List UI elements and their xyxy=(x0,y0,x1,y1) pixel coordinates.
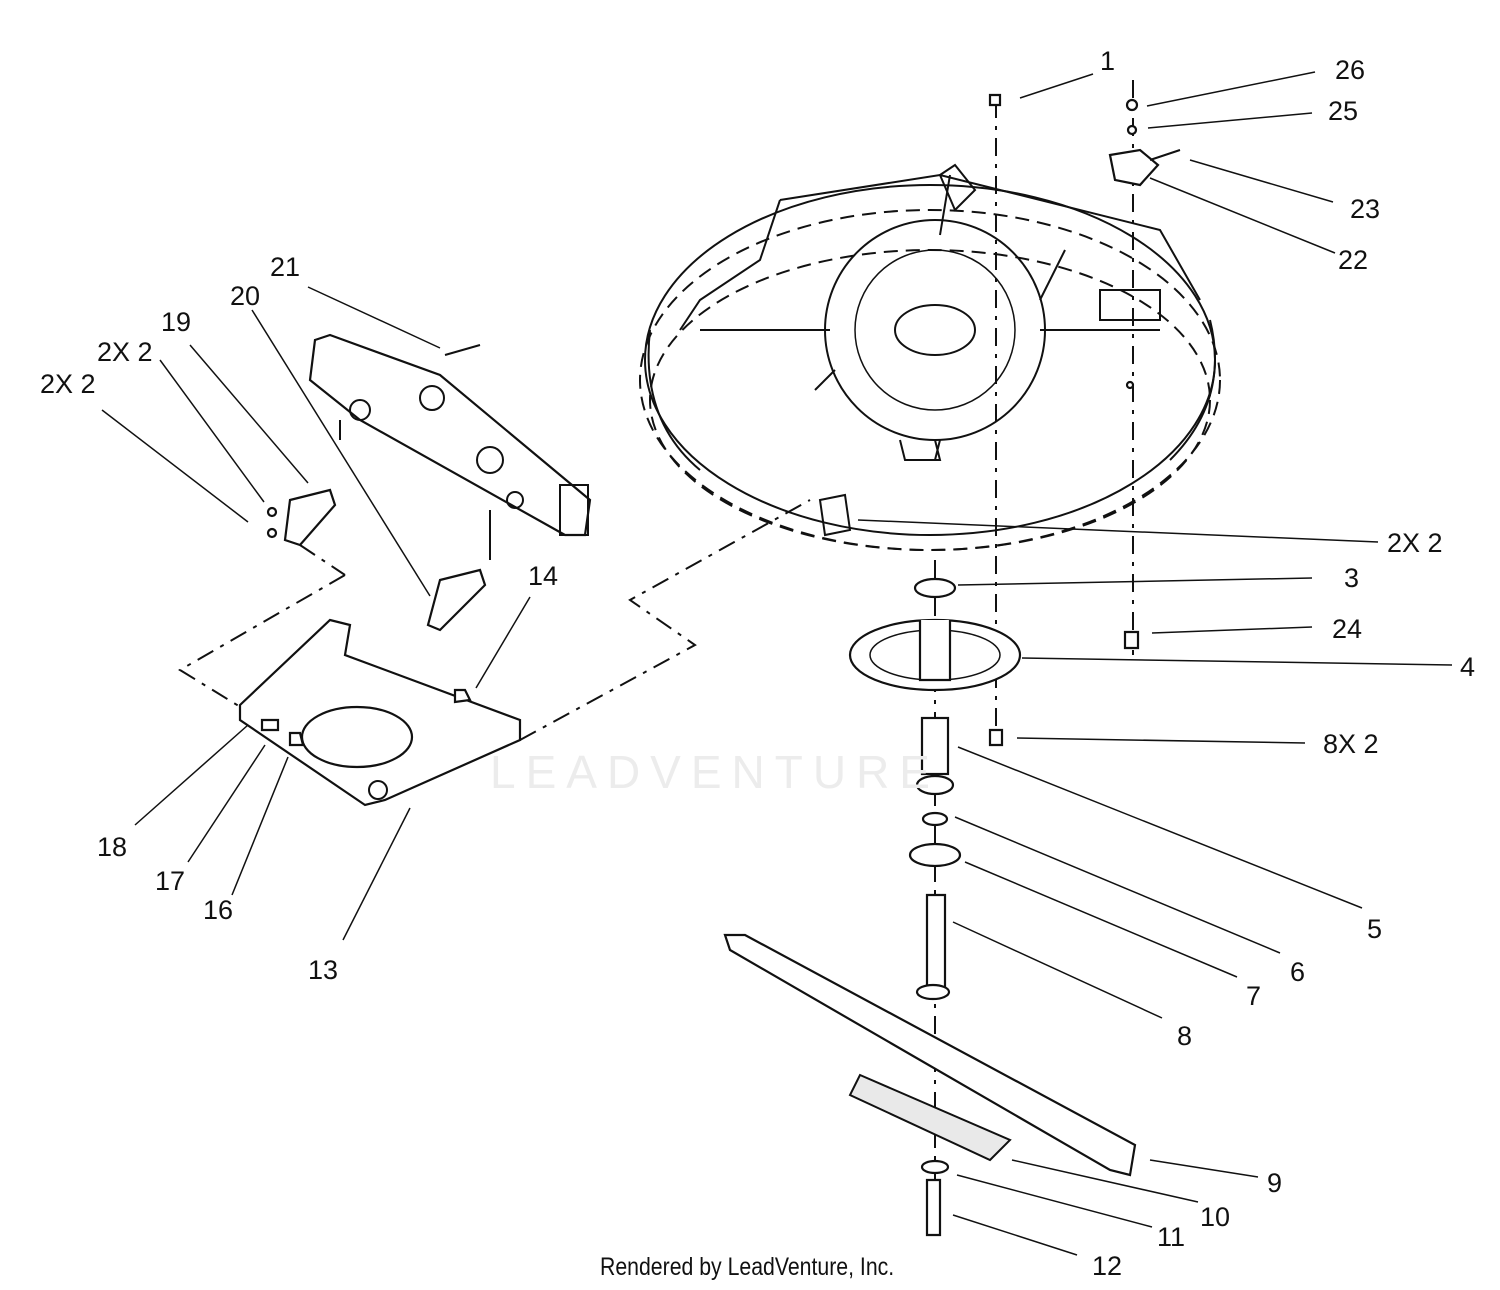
callout-8x2: 8X 2 xyxy=(1323,729,1379,759)
lift-arm-assembly xyxy=(308,333,592,560)
callout-2x2-upper: 2X 2 xyxy=(97,337,153,367)
callout-23: 23 xyxy=(1350,194,1381,224)
callout-2x2-lower: 2X 2 xyxy=(40,369,96,399)
callout-5: 5 xyxy=(1367,914,1383,944)
callout-25: 25 xyxy=(1328,96,1359,126)
callout-4: 4 xyxy=(1460,652,1476,682)
bracket-19 xyxy=(283,488,337,547)
callout-24: 24 xyxy=(1332,614,1363,644)
callout-17: 17 xyxy=(155,866,186,896)
baffle-plate xyxy=(238,618,522,807)
callout-11: 11 xyxy=(1157,1222,1186,1252)
footer-credit: Rendered by LeadVenture, Inc. xyxy=(600,1253,895,1281)
watermark: LEADVENTURE xyxy=(490,746,940,798)
callout-3: 3 xyxy=(1344,563,1360,593)
callout-8: 8 xyxy=(1177,1021,1193,1051)
callout-6: 6 xyxy=(1290,957,1306,987)
leader-lines xyxy=(101,71,1453,1256)
connector-right xyxy=(519,499,811,741)
callout-19: 19 xyxy=(161,307,192,337)
spindle-assembly xyxy=(723,577,1137,1237)
callout-2x2-right: 2X 2 xyxy=(1387,528,1443,558)
callout-1: 1 xyxy=(1100,46,1116,76)
callout-7: 7 xyxy=(1246,981,1262,1011)
top-right-hardware xyxy=(988,93,1181,747)
callout-16: 16 xyxy=(203,895,234,925)
callout-14: 14 xyxy=(528,561,559,591)
connector-left xyxy=(178,574,346,709)
mower-deck-housing xyxy=(639,163,1221,551)
callout-9: 9 xyxy=(1267,1168,1283,1198)
callout-20: 20 xyxy=(230,281,261,311)
callout-26: 26 xyxy=(1335,55,1366,85)
callout-10: 10 xyxy=(1200,1202,1231,1232)
callout-13: 13 xyxy=(308,955,339,985)
callout-18: 18 xyxy=(97,832,128,862)
bracket-20 xyxy=(426,568,487,632)
callout-22: 22 xyxy=(1338,245,1369,275)
callout-12: 12 xyxy=(1092,1251,1123,1281)
callout-21: 21 xyxy=(270,252,301,282)
